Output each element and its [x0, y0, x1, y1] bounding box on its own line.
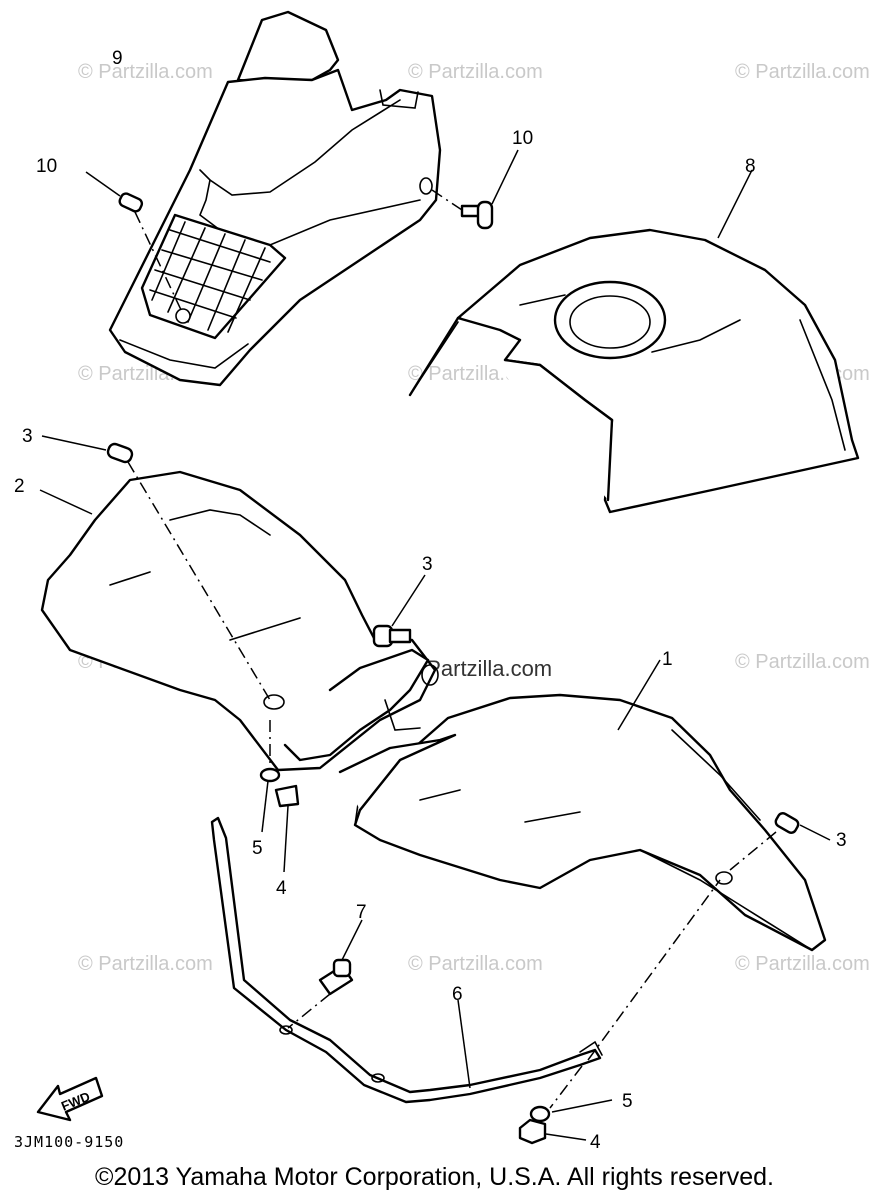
callout-4-right: 4	[590, 1132, 601, 1153]
callout-4-left: 4	[276, 878, 287, 899]
washer-5-right	[529, 1065, 613, 1123]
callout-1: 1	[662, 649, 673, 670]
washer-5-left	[259, 720, 281, 833]
bolt-10-left	[85, 171, 183, 313]
callout-5-right: 5	[622, 1091, 633, 1112]
part-2-front-fender	[39, 470, 439, 772]
callout-3-upper: 3	[22, 426, 33, 447]
part-1-fender	[338, 659, 827, 952]
bolt-3-upper	[41, 435, 271, 701]
callout-10-left: 10	[36, 156, 57, 177]
part-6-stay	[210, 816, 721, 1104]
callout-6: 6	[452, 984, 463, 1005]
watermark: © Partzilla.com	[408, 953, 543, 975]
callout-9: 9	[112, 48, 123, 69]
watermark: © Partzilla.com	[735, 651, 869, 673]
nut-4-right	[518, 1118, 587, 1145]
callout-2: 2	[14, 476, 25, 497]
bolt-3-right	[729, 812, 831, 871]
callout-labels: 9 10 10 8 3 2 3 1 3 5 4 7 6 5 4	[14, 48, 847, 1153]
watermark: © Partzilla.com	[78, 953, 213, 975]
fwd-arrow-icon: FWD	[36, 1076, 104, 1122]
copyright-notice: ©2013 Yamaha Motor Corporation, U.S.A. A…	[95, 1163, 774, 1191]
watermark: © Partzilla.com	[735, 61, 869, 83]
watermark: © Partzilla.com	[78, 61, 213, 83]
callout-3-middle: 3	[422, 554, 433, 575]
watermark: © Partzilla.com	[735, 953, 869, 975]
bolt-3-middle	[372, 574, 426, 648]
callout-3-right: 3	[836, 830, 847, 851]
part-8-tank-cover	[408, 169, 860, 514]
callout-5-left: 5	[252, 838, 263, 859]
bolt-10-right	[431, 149, 519, 230]
nut-4-left	[274, 784, 300, 873]
bolt-7	[287, 919, 363, 1029]
diagram-code: 3JM100-9150	[14, 1133, 124, 1151]
callout-10-right: 10	[512, 128, 533, 149]
callout-8: 8	[745, 156, 756, 177]
part-9-rear-cover	[108, 10, 442, 387]
watermark: © Partzilla.com	[408, 61, 543, 83]
callout-7: 7	[356, 902, 367, 923]
